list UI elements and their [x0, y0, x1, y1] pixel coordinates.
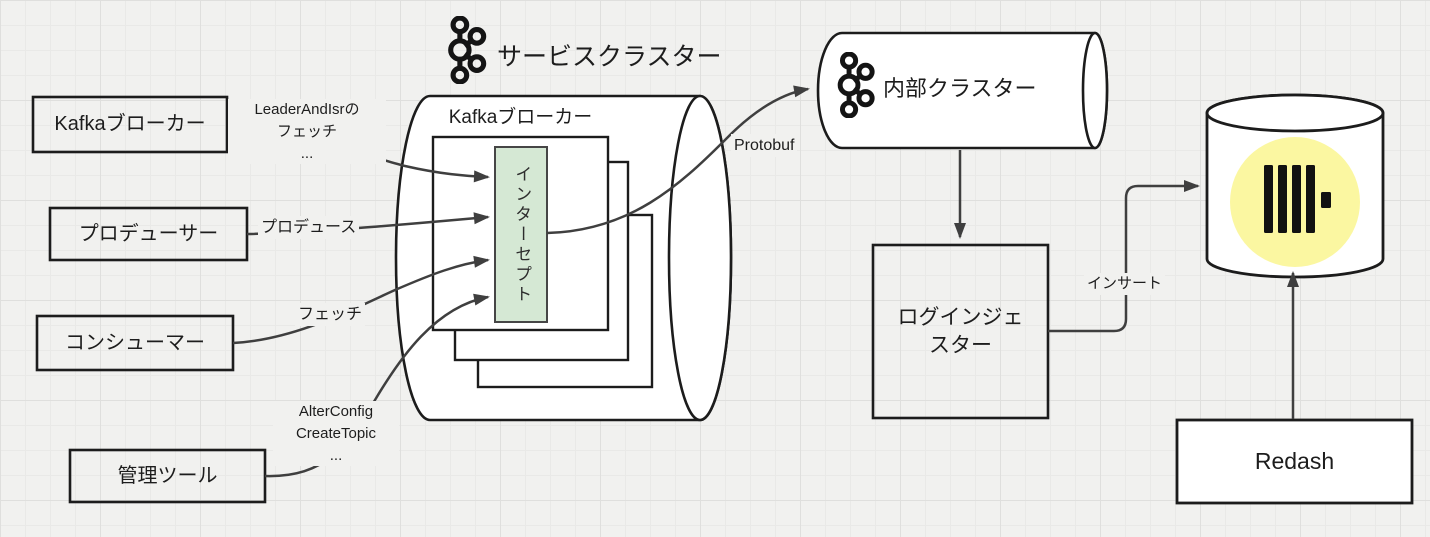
edge-label-fetch: フェッチ: [295, 303, 366, 327]
kafka-icon-service-cluster: [451, 18, 484, 82]
redash-label: Redash: [1254, 448, 1335, 475]
service-cluster-broker-label: Kafkaブローカー: [448, 107, 593, 128]
kafka-broker-left-label: Kafkaブローカー: [54, 113, 206, 136]
edge-protobuf: [546, 85, 810, 235]
edge-label-insert: インサート: [1084, 273, 1166, 295]
service-cluster-title: サービスクラスター: [497, 43, 722, 71]
edge-label-protobuf: Protobuf: [731, 134, 798, 158]
edge-label-admin-ops: AlterConfig CreateTopic ...: [273, 401, 399, 467]
interceptor-box: [494, 146, 548, 323]
clickhouse-cylinder: [1205, 93, 1385, 279]
internal-cluster-label: 内部クラスター: [883, 76, 1037, 101]
internal-cluster-cylinder: [816, 31, 1109, 150]
clickhouse-icon: [1264, 165, 1331, 233]
redash-box: [1175, 418, 1414, 505]
log-ingester-label: ログインジェ スター: [897, 305, 1024, 357]
producer-label: プロデューサー: [78, 222, 219, 245]
admin-tool-label: 管理ツール: [117, 464, 218, 487]
edge-fetch: [232, 255, 490, 345]
edge-insert: [1048, 180, 1200, 333]
interceptor-label: インターセプト: [512, 165, 532, 305]
consumer-label: コンシューマー: [65, 331, 205, 354]
edge-label-produce: プロデュース: [258, 216, 360, 240]
kafka-broker-left-box: [31, 95, 229, 154]
edge-admin-ops: [264, 293, 490, 478]
edge-label-leader-and-isr: LeaderAndIsrの フェッチ ...: [228, 99, 386, 165]
